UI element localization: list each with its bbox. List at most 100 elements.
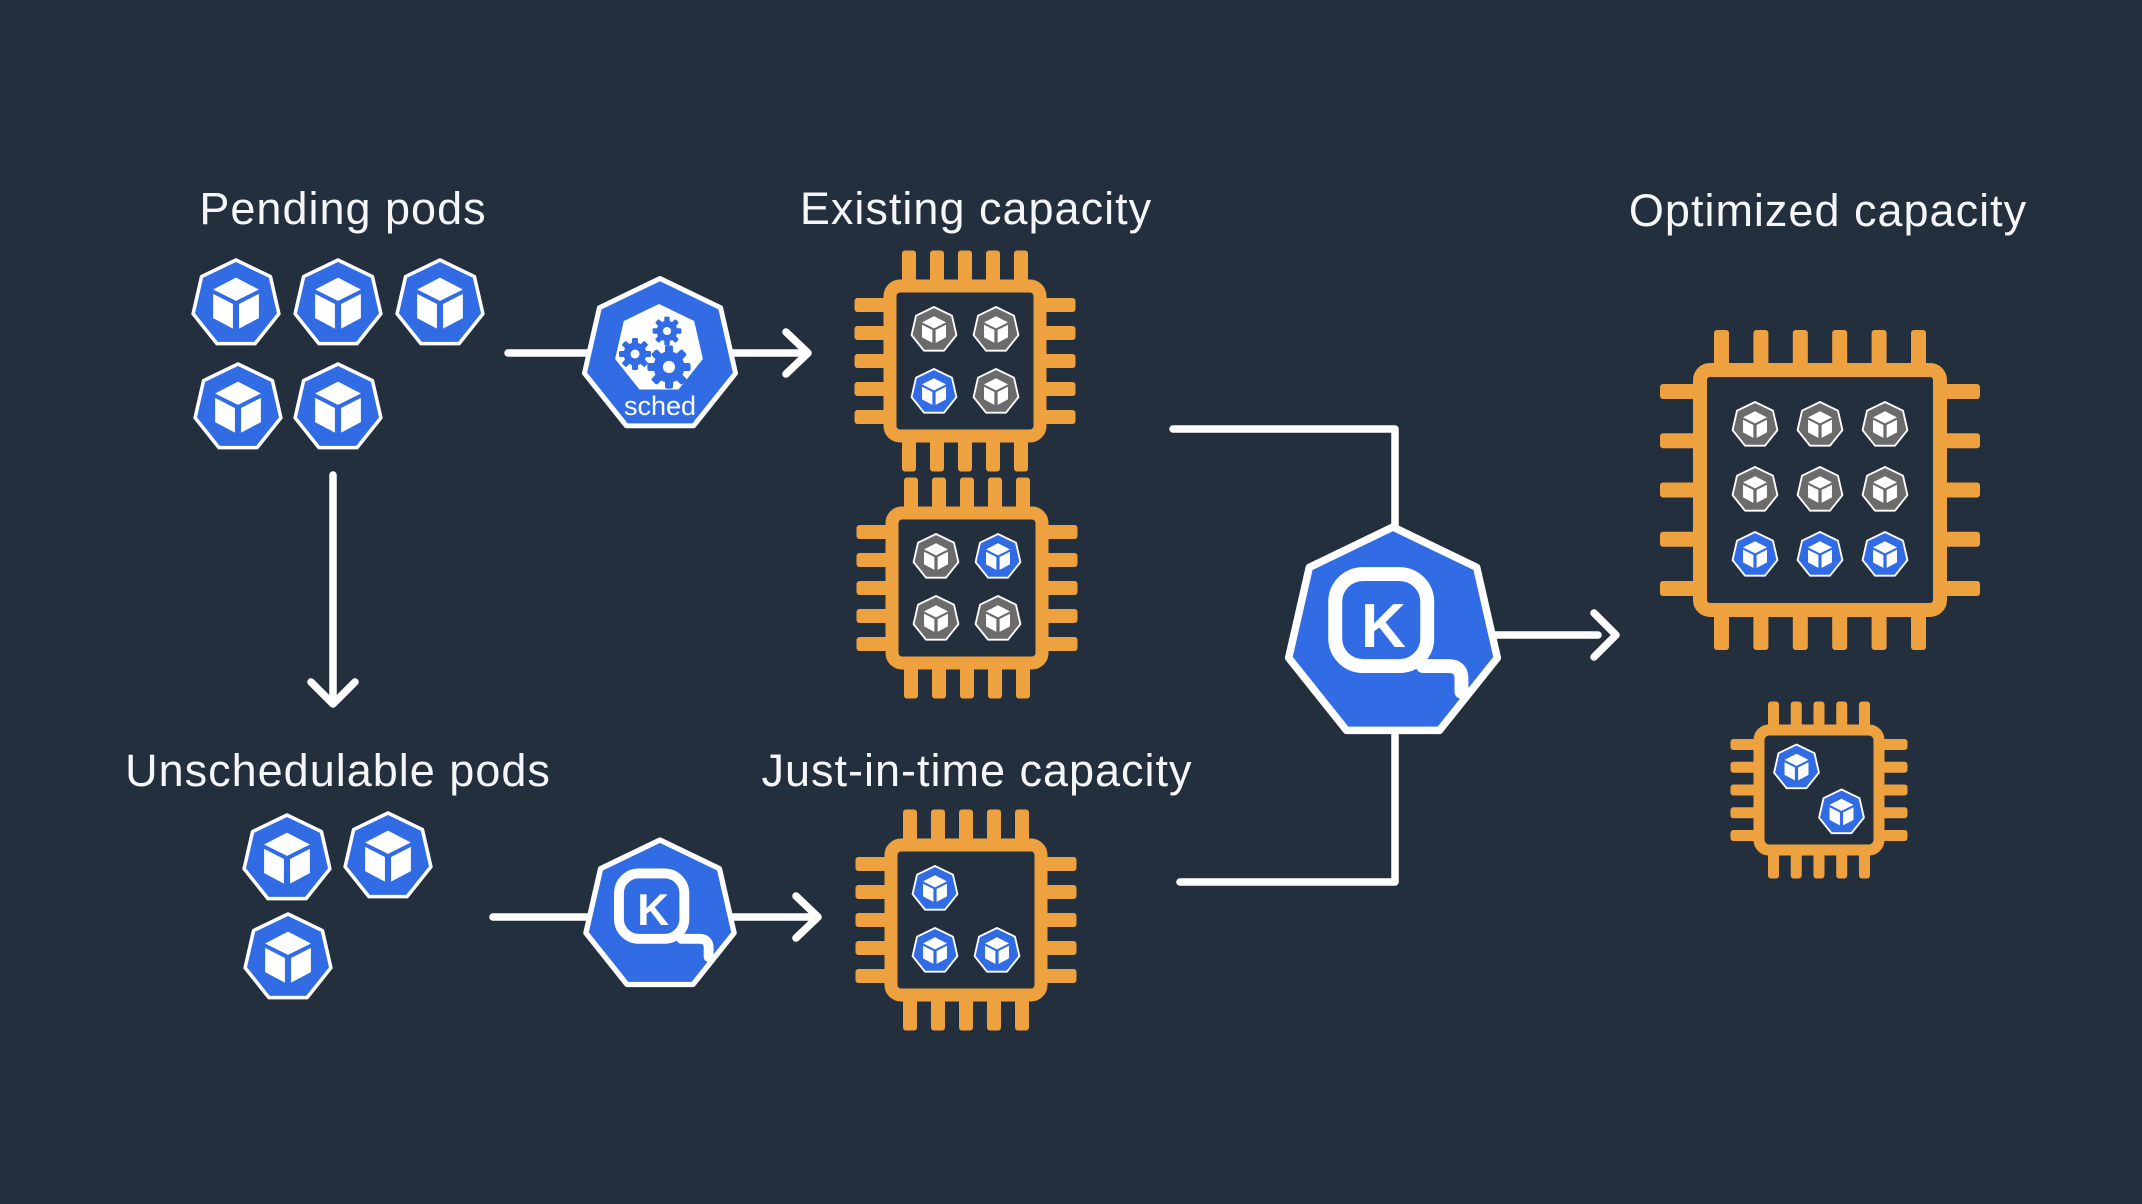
chip-pin [1045,581,1078,595]
chip-pin [931,998,945,1031]
chip-pin [958,250,972,283]
chip-pin [958,439,972,472]
unschedulable-pods-title: Unschedulable pods [125,745,551,796]
chip-pin [1792,330,1808,366]
chip-pin [959,998,973,1031]
chip-pin [1911,330,1926,366]
gray-pod-icon [1796,466,1844,512]
blue-pod-icon [293,362,383,450]
chip-pin [856,581,889,595]
chip-pin [902,439,916,472]
chip-pin [1660,384,1696,399]
chip-pin [1714,330,1729,366]
chip-pin [988,666,1002,699]
chip-pin [1790,852,1802,879]
chip-pin [855,969,888,983]
chip-body [885,506,1049,670]
chip-pin [1014,439,1028,472]
chip-pin [1045,553,1078,567]
blue-pod-icon [1773,743,1820,790]
chip-pin [1045,609,1078,623]
chip-pin [1881,807,1908,819]
chip-pin [1944,482,1980,498]
chip-pin [987,998,1001,1031]
chip-pin [856,525,889,539]
blue-pod-icon [973,927,1021,973]
chip-pin [1944,384,1980,399]
pending-pods-title: Pending pods [199,183,486,234]
chip-body [884,838,1048,1002]
chip-pin [856,609,889,623]
chip-pin [1044,913,1077,927]
blue-pod-icon [1731,531,1779,577]
gray-pod-icon [1731,401,1779,447]
optimized-capacity-chip [1660,330,1980,650]
arrow-pending-to-existing-head [782,328,812,378]
chip-pin [986,250,1000,283]
chip-pin [1768,701,1779,728]
chip-pin [1836,701,1848,728]
chip-pin [904,477,918,510]
blue-pod-icon [911,865,959,911]
chip-pin [1714,614,1729,650]
arrow-karpenter-to-optimized-head [1590,609,1620,661]
chip-pin [854,382,887,396]
chip-pin [1944,433,1980,449]
chip-pin [1871,330,1887,366]
chip-pin [1832,330,1848,366]
blue-pod-icon [1861,531,1909,577]
chip-pin [854,354,887,368]
chip-pin [855,857,888,871]
kube-scheduler-icon: sched [584,279,735,426]
chip-pin [1832,614,1848,650]
chip-pin [855,913,888,927]
chip-pin [1016,477,1030,510]
chip-pin [1044,885,1077,899]
blue-pod-icon [1818,788,1865,835]
existing-capacity-title: Existing capacity [800,183,1152,234]
chip-pin [1043,298,1076,312]
chip-pin [1660,433,1696,449]
chip-pin [960,477,974,510]
gray-pod-icon [910,306,958,352]
chip-pin [1881,739,1908,750]
chip-pin [1014,250,1028,283]
jit-capacity-title: Just-in-time capacity [761,745,1192,796]
chip-pin [987,809,1001,842]
chip-body [883,279,1047,443]
chip-pin [854,326,887,340]
gray-pod-icon [972,306,1020,352]
chip-pin [904,666,918,699]
chip-pin [1045,525,1078,539]
chip-pin [1911,614,1926,650]
chip-pin [1753,330,1769,366]
chip-pin [903,809,917,842]
blue-pod-icon [242,813,332,901]
chip-pin [1730,807,1757,819]
chip-pin [854,298,887,312]
blue-pod-icon [193,362,283,450]
chip-pin [1660,482,1696,498]
optimized-capacity-small-chip [1730,701,1908,879]
chip-pin [854,410,887,424]
chip-pin [1660,581,1696,596]
blue-pod-icon [191,258,281,346]
chip-pin [1792,614,1808,650]
chip-pin [1944,581,1980,596]
blue-pod-icon [293,258,383,346]
gray-pod-icon [912,533,960,579]
blue-pod-icon [343,811,433,899]
chip-pin [1016,666,1030,699]
chip-pin [1660,531,1696,547]
gray-pod-icon [1861,401,1909,447]
blue-pod-icon [911,927,959,973]
jit-capacity-chip [855,809,1077,1031]
chip-pin [855,941,888,955]
chip-pin [856,637,889,651]
chip-pin [1043,382,1076,396]
chip-pin [1790,701,1802,728]
blue-pod-icon [910,368,958,414]
chip-pin [1859,701,1870,728]
chip-pin [902,250,916,283]
gray-pod-icon [1861,466,1909,512]
